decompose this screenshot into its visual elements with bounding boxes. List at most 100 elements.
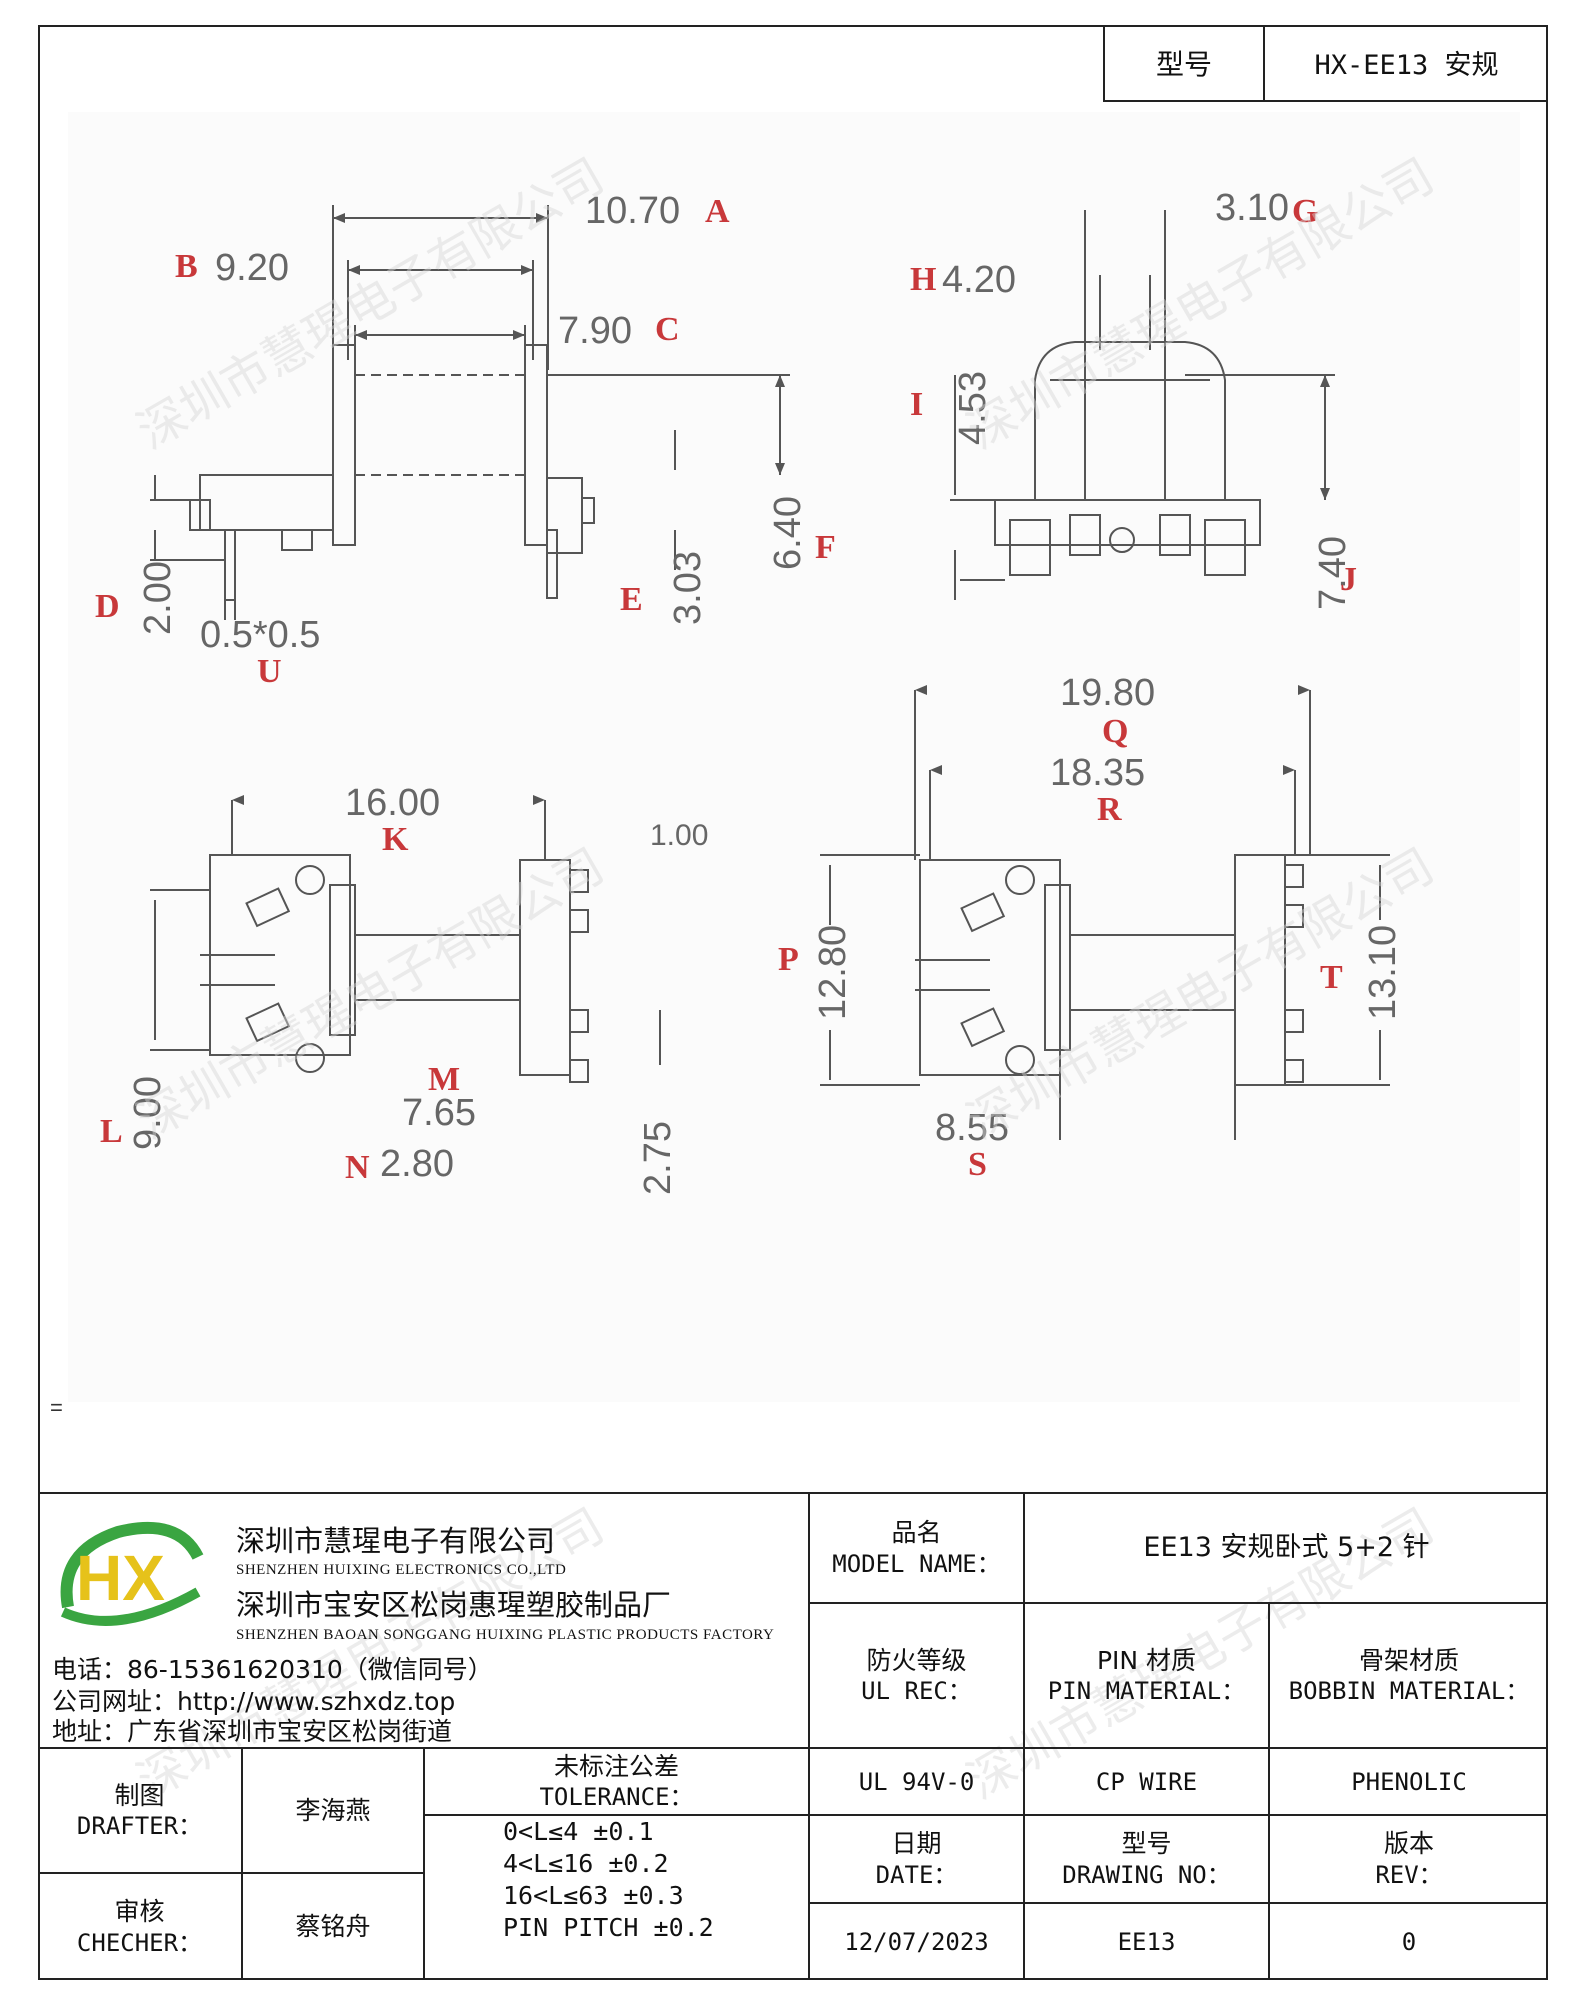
header-model-label: 型号 [1105, 25, 1265, 100]
bobbin-material-value: PHENOLIC [1351, 1767, 1467, 1796]
tolerance-label-en: TOLERANCE： [539, 1783, 694, 1812]
dim-B: 9.20 [215, 247, 289, 289]
side-view-left [150, 205, 790, 620]
fire-rating-label-en: UL REC： [861, 1677, 972, 1706]
drafter-label-cn: 制图 [114, 1780, 165, 1810]
rev-label: 版本 REV： [1270, 1816, 1548, 1902]
letter-A: A [705, 193, 730, 230]
letter-S: S [968, 1146, 987, 1183]
title-block: HX 深圳市慧瑆电子有限公司 SHENZHEN HUIXING ELECTRON… [38, 1492, 1548, 1980]
date-value: 12/07/2023 [844, 1928, 989, 1956]
bobbin-material-label: 骨架材质 BOBBIN MATERIAL： [1270, 1604, 1548, 1747]
letter-P: P [778, 941, 799, 978]
pin-material-label-cn: PIN 材质 [1096, 1645, 1197, 1675]
pin-material-value: CP WIRE [1095, 1767, 1198, 1796]
company-info: HX 深圳市慧瑆电子有限公司 SHENZHEN HUIXING ELECTRON… [38, 1492, 808, 1747]
checker-label: 审核 CHECHER： [38, 1874, 241, 1980]
tolerance-line: 16<L≤63 ±0.3 [503, 1881, 684, 1910]
dim-Q: 19.80 [1060, 672, 1155, 714]
tolerance-line: 0<L≤4 ±0.1 [503, 1817, 654, 1846]
tolerance-label-cn: 未标注公差 [553, 1751, 679, 1781]
watermark-3: 深圳市慧瑆电子有限公司 [129, 840, 613, 1150]
letter-H: H [910, 261, 936, 298]
tolerance-line: 4<L≤16 ±0.2 [503, 1849, 669, 1878]
fire-rating-label: 防火等级 UL REC： [810, 1604, 1023, 1747]
header-model-box: 型号 HX-EE13 安规 [1103, 25, 1548, 102]
letter-J: J [1340, 561, 1357, 598]
letter-M: M [428, 1061, 460, 1098]
drawing-area [68, 112, 1520, 1402]
dim-F: 6.40 [767, 496, 809, 570]
dim-H: 4.20 [942, 259, 1016, 301]
fire-rating-label-cn: 防火等级 [866, 1645, 967, 1675]
dimension-labels: 10.70 A B 9.20 7.90 C 6.40 F E 3.03 D 2.… [95, 187, 1404, 1195]
company-address: 地址：广东省深圳市宝安区松岗街道 [52, 1717, 453, 1746]
company-name-cn: 深圳市慧瑆电子有限公司 [236, 1524, 556, 1558]
top-view-left [150, 800, 661, 1083]
letter-D: D [95, 588, 120, 625]
letter-C: C [655, 311, 680, 348]
rev-label-en: REV： [1375, 1860, 1443, 1889]
dim-K: 16.00 [345, 782, 440, 824]
tolerance-list: 0<L≤4 ±0.1 4<L≤16 ±0.2 16<L≤63 ±0.3 PIN … [503, 1816, 863, 1978]
pin-material-label: PIN 材质 PIN MATERIAL： [1025, 1604, 1268, 1747]
dim-D: 2.00 [137, 561, 179, 635]
date-label-cn: 日期 [891, 1829, 942, 1859]
date-label-en: DATE： [875, 1860, 958, 1889]
company-website: 公司网址：http://www.szhxdz.top [52, 1687, 456, 1716]
drawing-frame [38, 25, 1548, 1980]
model-name-label-cn: 品名 [891, 1518, 942, 1548]
dim-E: 3.03 [667, 551, 709, 625]
factory-name-cn: 深圳市宝安区松岗惠瑆塑胶制品厂 [236, 1588, 672, 1622]
watermark-2: 深圳市慧瑆电子有限公司 [959, 150, 1443, 460]
letter-N: N [345, 1149, 370, 1186]
dim-M: 7.65 [402, 1092, 476, 1134]
dim-I: 4.53 [952, 371, 994, 445]
dim-L: 9.00 [127, 1076, 169, 1150]
dim-U: 0.5*0.5 [200, 614, 320, 656]
dim-1-00: 1.00 [650, 819, 708, 852]
drafter-label: 制图 DRAFTER： [38, 1749, 241, 1872]
dim-R: 18.35 [1050, 752, 1145, 794]
company-logo-icon: HX [60, 1521, 204, 1626]
letter-I: I [910, 386, 923, 423]
top-view-right [820, 690, 1390, 1140]
checker-name: 蔡铭舟 [295, 1912, 371, 1942]
company-phone: 电话：86-15361620310（微信同号） [52, 1655, 493, 1684]
pin-material-label-en: PIN MATERIAL： [1047, 1677, 1246, 1706]
fire-rating-value: UL 94V-0 [858, 1767, 975, 1796]
header-model-value: HX-EE13 安规 [1314, 50, 1499, 81]
date-label: 日期 DATE： [810, 1816, 1023, 1902]
checker-label-cn: 审核 [114, 1897, 165, 1927]
margin-mark: = [50, 1395, 63, 1420]
rev-label-cn: 版本 [1383, 1829, 1434, 1859]
dim-N: 2.80 [380, 1143, 454, 1185]
dim-S: 8.55 [935, 1107, 1009, 1149]
bobbin-material-label-cn: 骨架材质 [1358, 1645, 1459, 1675]
checker-label-en: CHECHER： [76, 1928, 203, 1957]
model-name-value: EE13 安规卧式 5+2 针 [1143, 1532, 1430, 1564]
tolerance-label: 未标注公差 TOLERANCE： [425, 1749, 808, 1814]
letter-L: L [100, 1113, 123, 1150]
dim-T: 13.10 [1362, 925, 1404, 1020]
letter-F: F [815, 529, 836, 566]
drawing-no-label-cn: 型号 [1121, 1829, 1172, 1859]
factory-name-en: SHENZHEN BAOAN SONGGANG HUIXING PLASTIC … [236, 1627, 775, 1643]
drawing-no-value: EE13 [1117, 1928, 1176, 1956]
dim-J: 7.40 [1312, 536, 1354, 610]
dim-2-75: 2.75 [637, 1121, 679, 1195]
letter-U: U [257, 653, 282, 690]
letter-E: E [620, 581, 643, 618]
letter-G: G [1292, 193, 1318, 230]
model-name-label-en: MODEL NAME： [832, 1549, 1001, 1578]
drafter-name: 李海燕 [295, 1795, 371, 1825]
letter-K: K [382, 821, 409, 858]
bobbin-material-label-en: BOBBIN MATERIAL： [1288, 1677, 1530, 1706]
letter-R: R [1097, 791, 1122, 828]
end-view-right [950, 210, 1335, 600]
rev-value: 0 [1401, 1928, 1417, 1956]
dim-C: 7.90 [558, 310, 632, 352]
dimension-arrows [232, 213, 1330, 805]
drawing-no-label-en: DRAWING NO： [1062, 1860, 1231, 1889]
